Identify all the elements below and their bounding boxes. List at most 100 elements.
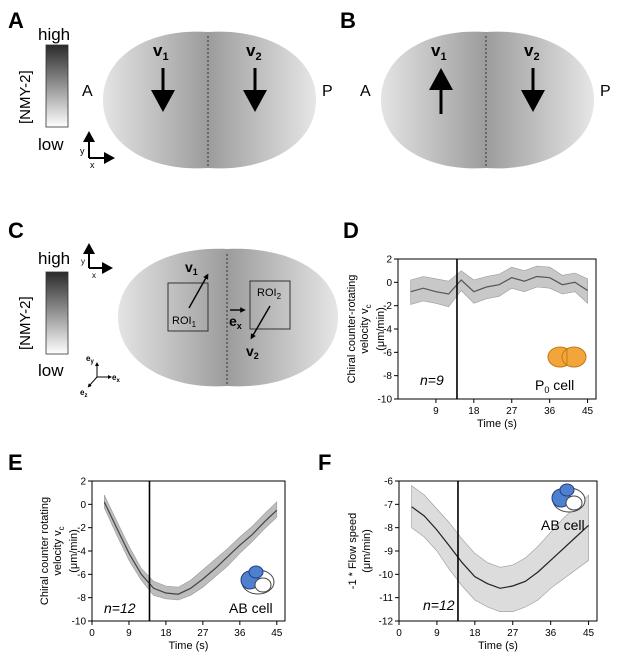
v2-arrow-down [243, 68, 267, 112]
y-tick-label: 0 [80, 500, 86, 511]
y-tick-label: -10 [378, 395, 393, 406]
colorbar-label: [NMY-2] [17, 296, 34, 350]
y-tick-label: -4 [383, 325, 392, 336]
svg-text:y: y [81, 257, 85, 266]
y-axis-label-line: velocity vc [52, 526, 66, 575]
v1-arrow-down [151, 68, 175, 112]
x-tick-label: 27 [507, 628, 519, 639]
p0-cell-icon [547, 346, 587, 368]
y-tick-label: 2 [80, 477, 86, 488]
svg-text:x: x [90, 160, 95, 170]
x-tick-label: 18 [160, 628, 172, 639]
posterior-label: P [600, 83, 611, 100]
y-axis-label: Chiral counter rotatingvelocity vc(μm/mi… [39, 497, 80, 605]
posterior-label: P [322, 83, 333, 100]
x-axis-label: Time (s) [478, 640, 518, 652]
cell-label-part: 0 [544, 385, 549, 395]
v1-arrow [188, 273, 209, 309]
y-tick-label: -11 [379, 593, 393, 604]
anterior-label: A [82, 83, 93, 100]
x-tick-label: 27 [197, 628, 209, 639]
colorbar [45, 44, 69, 128]
anterior-label: A [360, 83, 371, 100]
x-axis-label: Time (s) [477, 418, 517, 430]
y-tick-label: -10 [379, 570, 394, 581]
x-tick-label: 18 [468, 406, 480, 417]
y-tick-label: -2 [383, 301, 392, 312]
v1-label: v1 [431, 41, 447, 63]
axes-icon: y x [80, 131, 115, 170]
x-tick-label: 0 [89, 628, 95, 639]
x-tick-label: 9 [433, 406, 439, 417]
colorbar-low-label: low [38, 361, 64, 380]
x-tick-label: 36 [544, 406, 556, 417]
x-axis-label: Time (s) [169, 640, 209, 652]
n-label: n=12 [104, 600, 136, 616]
y-tick-label: -12 [379, 617, 394, 628]
y-tick-label: 0 [386, 278, 392, 289]
confidence-band [411, 485, 589, 612]
v2-arrow [250, 305, 271, 340]
y-axis-label-line: velocity vc [359, 304, 373, 353]
v1-arrow-up [429, 68, 453, 114]
y-tick-label: -6 [383, 348, 392, 359]
panel-a: A high [NMY-2] low y x A P v1 v2 [8, 8, 333, 170]
x-tick-label: 36 [545, 628, 557, 639]
svg-text:ey: ey [86, 354, 94, 365]
x-tick-label: 27 [506, 406, 518, 417]
y-tick-label: -8 [77, 593, 86, 604]
panel-c: C high [NMY-2] low y x ROI1 ROI2 v1 v2 e… [8, 218, 338, 399]
y-tick-label: -6 [77, 570, 86, 581]
v1-label: v1 [153, 41, 169, 63]
roi2-label: ROI2 [257, 287, 282, 301]
y-tick-label: -8 [384, 523, 393, 534]
confidence-band [410, 265, 588, 308]
x-tick-label: 18 [469, 628, 481, 639]
x-tick-label: 45 [583, 628, 595, 639]
svg-text:y: y [80, 146, 85, 156]
x-tick-label: 36 [234, 628, 246, 639]
colorbar-high-label: high [38, 249, 70, 268]
ab-cell-icon [551, 483, 586, 513]
panel-letter-b: B [340, 8, 356, 33]
two-cell-embryo [118, 248, 338, 387]
coordinate-triad: ey ex ez [80, 354, 120, 399]
cell-label-part: P [535, 377, 544, 393]
y-axis-label-line: Chiral counter-rotating [346, 275, 358, 384]
axes-icon: y x [81, 243, 113, 280]
y-axis-label: -1 * Flow speed(μm/min) [347, 513, 373, 589]
x-tick-label: 45 [271, 628, 283, 639]
x-tick-label: 0 [396, 628, 402, 639]
svg-text:ez: ez [80, 388, 87, 399]
roi2-box [249, 280, 291, 330]
colorbar-label: [NMY-2] [17, 70, 34, 124]
colorbar-high-label: high [38, 25, 70, 44]
y-axis-label-line: (μm/min) [375, 307, 387, 351]
x-tick-label: 45 [582, 406, 594, 417]
two-cell-embryo [381, 31, 594, 169]
y-tick-label: -2 [77, 523, 86, 534]
y-axis-label-line: -1 * Flow speed [347, 513, 359, 589]
x-tick-label: 9 [126, 628, 132, 639]
cell-label: AB cell [541, 517, 585, 533]
panel-letter-c: C [8, 218, 24, 243]
panel-letter-e: E [8, 450, 23, 475]
v1-label: v1 [185, 259, 198, 277]
y-tick-label: -6 [384, 477, 393, 488]
y-axis-label-line: (μm/min) [361, 529, 373, 573]
svg-text:ex: ex [112, 373, 120, 384]
mean-line [103, 501, 278, 595]
n-label: n=9 [420, 372, 444, 388]
v2-label: v2 [246, 41, 262, 63]
panel-b: B A P v1 v2 [340, 8, 611, 169]
colorbar-low-label: low [38, 135, 64, 154]
y-tick-label: -10 [72, 617, 87, 628]
roi1-label: ROI1 [172, 315, 197, 329]
cell-label: AB cell [229, 600, 273, 616]
